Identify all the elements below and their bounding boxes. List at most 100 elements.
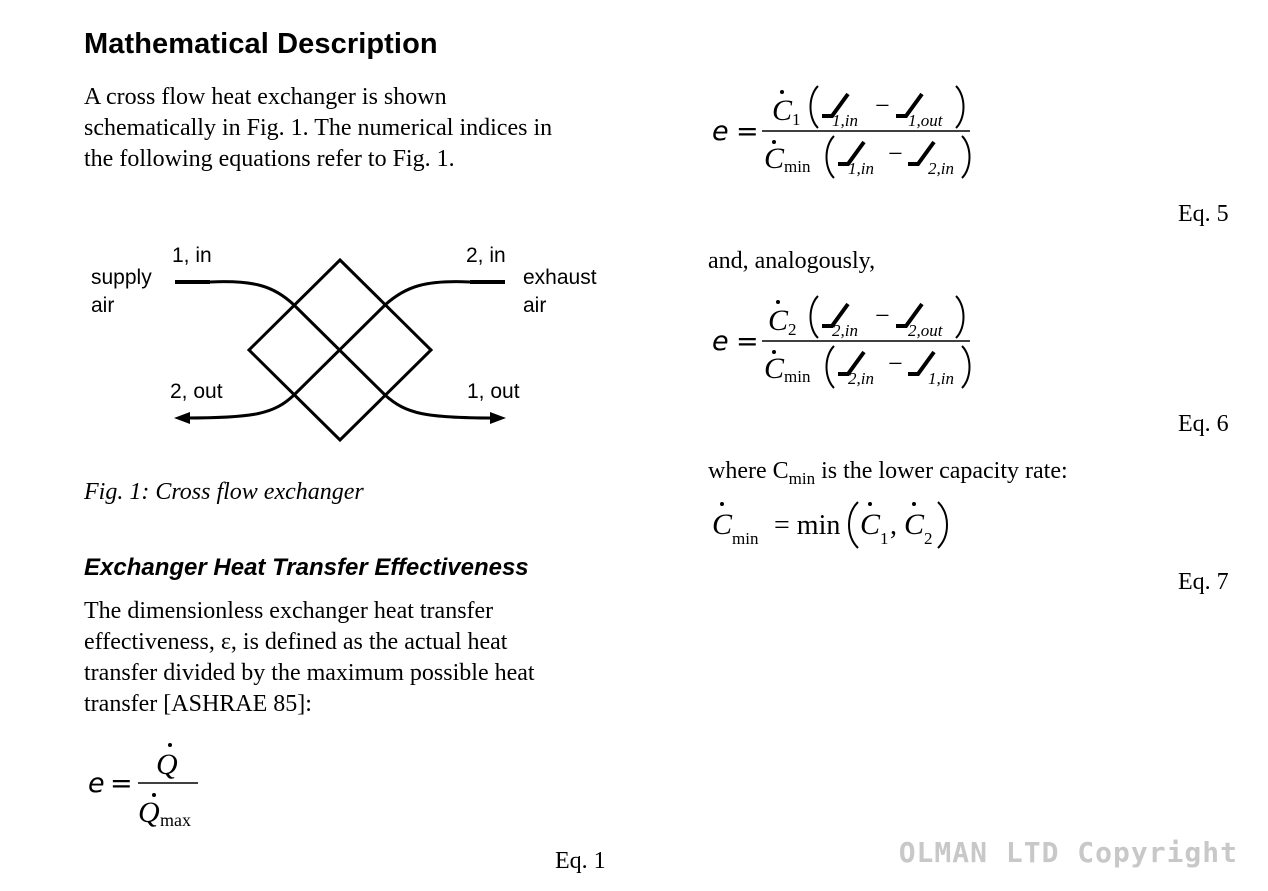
cross-flow-diagram: 1, in 2, in supply air exhaust air 2, ou… bbox=[91, 244, 597, 443]
eq5-den-t1-sub: 1,in bbox=[848, 159, 874, 178]
eq7-c2: C bbox=[904, 508, 925, 541]
outlet-2-arrow-icon bbox=[174, 412, 190, 424]
eq6-paren bbox=[955, 295, 965, 339]
para-line: effectiveness, ε, is defined as the actu… bbox=[84, 629, 508, 655]
eq7-eq: = min bbox=[774, 510, 840, 541]
eq1-dot bbox=[168, 743, 172, 747]
exhaust-inlet-path bbox=[383, 280, 471, 307]
eq5-den-t2-sub: 2,in bbox=[928, 159, 954, 178]
eq7-c1: C bbox=[860, 508, 881, 541]
eq7-dot bbox=[720, 502, 724, 506]
eq6-theta bbox=[908, 350, 936, 376]
eq5-num-t2-sub: 1,out bbox=[908, 111, 944, 130]
label-exhaust: exhaust bbox=[523, 266, 597, 289]
eq6-paren bbox=[809, 295, 819, 339]
intro-line: A cross flow heat exchanger is shown bbox=[84, 84, 447, 110]
eq5-paren bbox=[809, 85, 819, 129]
eq7-c2-sub: 2 bbox=[924, 529, 933, 548]
para-line: transfer [ASHRAE 85]: bbox=[84, 691, 312, 717]
intro-paragraph: A cross flow heat exchanger is shown sch… bbox=[84, 82, 552, 175]
eq6-lhs: e bbox=[712, 326, 729, 357]
eq6-num-c: C bbox=[768, 304, 789, 337]
outlet-2-path bbox=[185, 393, 296, 420]
para-line: transfer divided by the maximum possible… bbox=[84, 660, 535, 686]
outlet-1-path bbox=[383, 393, 495, 420]
eq6-theta bbox=[838, 350, 866, 376]
eq5-label: Eq. 5 bbox=[1178, 201, 1229, 227]
eq6-den-t1-sub: 2,in bbox=[848, 369, 874, 388]
eq5-dot bbox=[780, 90, 784, 94]
equation-6: e = C 2 2,in − 2,out C min 2,in − 1,in bbox=[712, 295, 971, 389]
eq5-theta bbox=[822, 92, 850, 118]
figure-caption: Fig. 1: Cross flow exchanger bbox=[84, 479, 364, 505]
eq6-minus: − bbox=[888, 349, 903, 378]
eq5-minus: − bbox=[888, 139, 903, 168]
eq6-dot bbox=[772, 350, 776, 354]
section-heading: Exchanger Heat Transfer Effectiveness bbox=[84, 554, 529, 581]
eq6-num-t1-sub: 2,in bbox=[832, 321, 858, 340]
and-text: and, analogously, bbox=[708, 248, 876, 274]
eq5-den-c-sub: min bbox=[784, 157, 811, 176]
eq6-den-c: C bbox=[764, 352, 785, 385]
eq7-dot bbox=[912, 502, 916, 506]
eq5-lhs: e bbox=[712, 116, 729, 147]
eq6-den-c-sub: min bbox=[784, 367, 811, 386]
label-2-out: 2, out bbox=[170, 380, 223, 403]
para-line: The dimensionless exchanger heat transfe… bbox=[84, 598, 494, 624]
equation-1: e = Q Q max bbox=[88, 743, 198, 830]
equation-5: e = C 1 1,in − 1,out C min 1,in − 2,in bbox=[712, 85, 971, 179]
exchanger-diamond bbox=[246, 257, 434, 443]
eq1-den-sub: max bbox=[160, 810, 191, 830]
eq7-c-sub: min bbox=[732, 529, 759, 548]
eq5-num-c-sub: 1 bbox=[792, 110, 801, 129]
effectiveness-paragraph: The dimensionless exchanger heat transfe… bbox=[84, 596, 535, 720]
eq6-label: Eq. 6 bbox=[1178, 411, 1229, 437]
eq7-c1-sub: 1 bbox=[880, 529, 889, 548]
eq5-theta bbox=[908, 140, 936, 166]
eq6-equals: = bbox=[736, 326, 759, 357]
eq5-equals: = bbox=[736, 116, 759, 147]
page-title: Mathematical Description bbox=[84, 28, 438, 60]
where-text-b: is the lower capacity rate: bbox=[815, 458, 1068, 484]
label-2-in: 2, in bbox=[466, 244, 506, 267]
eq5-theta bbox=[838, 140, 866, 166]
eq1-den: Q bbox=[138, 796, 160, 829]
eq6-paren bbox=[825, 345, 835, 389]
eq7-paren bbox=[937, 501, 948, 549]
eq6-theta bbox=[822, 302, 850, 328]
eq1-label: Eq. 1 bbox=[555, 848, 606, 874]
eq6-paren bbox=[961, 345, 971, 389]
eq6-num-c-sub: 2 bbox=[788, 320, 797, 339]
eq1-num: Q bbox=[156, 748, 178, 781]
eq6-theta bbox=[896, 302, 924, 328]
eq5-num-t1-sub: 1,in bbox=[832, 111, 858, 130]
label-1-out: 1, out bbox=[467, 380, 520, 403]
where-text-sub: min bbox=[788, 468, 816, 488]
copyright-watermark: OLMAN LTD Copyright bbox=[898, 836, 1238, 869]
eq5-paren bbox=[955, 85, 965, 129]
eq7-paren bbox=[848, 501, 859, 549]
diamond-divider bbox=[292, 303, 387, 397]
label-supply: supply bbox=[91, 266, 152, 289]
where-text: where Cmin is the lower capacity rate: bbox=[708, 456, 1068, 494]
eq7-label: Eq. 7 bbox=[1178, 569, 1229, 595]
eq1-dot bbox=[152, 793, 156, 797]
eq6-dot bbox=[776, 300, 780, 304]
eq6-num-t2-sub: 2,out bbox=[908, 321, 944, 340]
eq7-dot bbox=[868, 502, 872, 506]
eq5-theta bbox=[896, 92, 924, 118]
intro-line: schematically in Fig. 1. The numerical i… bbox=[84, 115, 553, 141]
eq7-c: C bbox=[712, 508, 733, 541]
eq5-paren bbox=[961, 135, 971, 179]
where-text-a: where C bbox=[708, 458, 789, 484]
eq1-lhs: e bbox=[88, 768, 105, 799]
supply-inlet-path bbox=[209, 280, 296, 307]
intro-line: the following equations refer to Fig. 1. bbox=[84, 146, 455, 172]
eq6-minus: − bbox=[875, 301, 890, 330]
eq1-equals: = bbox=[110, 768, 133, 799]
eq5-den-c: C bbox=[764, 142, 785, 175]
eq7-comma: , bbox=[890, 510, 897, 541]
eq5-num-c: C bbox=[772, 94, 793, 127]
label-1-in: 1, in bbox=[172, 244, 212, 267]
outlet-1-arrow-icon bbox=[490, 412, 506, 424]
